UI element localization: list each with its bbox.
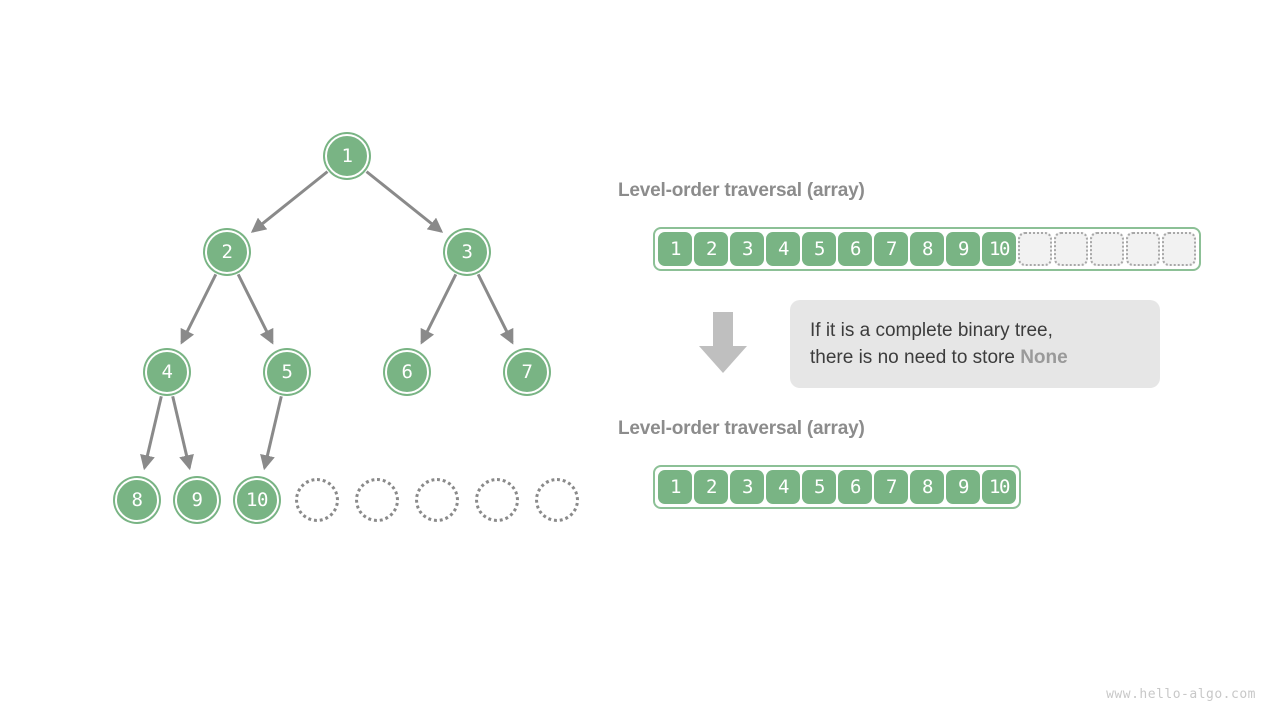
array-cell: 4 bbox=[766, 232, 800, 266]
array-cell: 6 bbox=[838, 470, 872, 504]
array-cell: 5 bbox=[802, 470, 836, 504]
tree-node-3: 3 bbox=[445, 230, 489, 274]
tree-edge-4-8 bbox=[140, 395, 163, 471]
callout-emphasis-none: None bbox=[1020, 347, 1068, 368]
array-cell: 10 bbox=[982, 232, 1016, 266]
array-top-heading: Level-order traversal (array) bbox=[618, 180, 865, 201]
tree-node-label: 9 bbox=[191, 488, 203, 511]
tree-edge-4-9 bbox=[171, 395, 194, 471]
level-order-array-compact: 1 2 3 4 5 6 7 8 9 10 bbox=[653, 465, 1021, 509]
array-cell-value: 5 bbox=[814, 238, 825, 260]
array-cell-value: 7 bbox=[886, 238, 897, 260]
array-cell-empty bbox=[1162, 232, 1196, 266]
array-cell-value: 10 bbox=[989, 476, 1010, 498]
array-cell: 6 bbox=[838, 232, 872, 266]
array-cell-value: 1 bbox=[670, 238, 681, 260]
array-cell-empty bbox=[1054, 232, 1088, 266]
tree-node-label: 2 bbox=[221, 240, 233, 263]
callout-line-2-text: there is no need to store bbox=[810, 347, 1021, 368]
tree-edge-2-5 bbox=[236, 273, 274, 345]
array-cell-value: 6 bbox=[850, 476, 861, 498]
array-cell-empty bbox=[1090, 232, 1124, 266]
callout-line-1: If it is a complete binary tree, bbox=[810, 320, 1053, 341]
down-arrow-icon bbox=[699, 312, 747, 373]
tree-node-label: 4 bbox=[161, 360, 173, 383]
tree-node-10: 10 bbox=[235, 478, 279, 522]
array-cell: 1 bbox=[658, 470, 692, 504]
array-cell: 5 bbox=[802, 232, 836, 266]
array-cell-value: 8 bbox=[922, 238, 933, 260]
tree-node-9: 9 bbox=[175, 478, 219, 522]
tree-node-5: 5 bbox=[265, 350, 309, 394]
array-cell: 1 bbox=[658, 232, 692, 266]
tree-node-7: 7 bbox=[505, 350, 549, 394]
array-cell-value: 2 bbox=[706, 476, 717, 498]
array-cell-value: 5 bbox=[814, 476, 825, 498]
level-order-array-with-none: 1 2 3 4 5 6 7 8 9 10 bbox=[653, 227, 1201, 271]
tree-node-empty-3 bbox=[415, 478, 459, 522]
array-cell: 9 bbox=[946, 470, 980, 504]
array-cell-empty bbox=[1018, 232, 1052, 266]
array-cell: 3 bbox=[730, 470, 764, 504]
tree-node-label: 8 bbox=[131, 488, 143, 511]
tree-node-empty-2 bbox=[355, 478, 399, 522]
array-cell: 2 bbox=[694, 232, 728, 266]
tree-node-4: 4 bbox=[145, 350, 189, 394]
tree-node-empty-5 bbox=[535, 478, 579, 522]
tree-node-label: 5 bbox=[281, 360, 293, 383]
tree-node-label: 1 bbox=[341, 144, 353, 167]
array-cell: 10 bbox=[982, 470, 1016, 504]
array-cell-value: 4 bbox=[778, 476, 789, 498]
array-bottom-heading: Level-order traversal (array) bbox=[618, 418, 865, 439]
callout-line-2: there is no need to store None bbox=[810, 344, 1140, 371]
array-cell: 4 bbox=[766, 470, 800, 504]
watermark: www.hello-algo.com bbox=[1106, 687, 1256, 702]
tree-edge-3-7 bbox=[476, 273, 514, 345]
array-cell: 7 bbox=[874, 470, 908, 504]
tree-node-empty-1 bbox=[295, 478, 339, 522]
tree-node-label: 3 bbox=[461, 240, 473, 263]
array-cell-value: 4 bbox=[778, 238, 789, 260]
array-cell: 8 bbox=[910, 470, 944, 504]
tree-node-8: 8 bbox=[115, 478, 159, 522]
tree-edge-5-10 bbox=[260, 395, 283, 471]
tree-edge-2-4 bbox=[180, 273, 218, 345]
tree-edge-3-6 bbox=[420, 273, 458, 345]
array-cell-value: 9 bbox=[958, 238, 969, 260]
tree-edge-1-3 bbox=[365, 170, 444, 233]
array-cell-value: 10 bbox=[989, 238, 1010, 260]
array-cell-value: 2 bbox=[706, 238, 717, 260]
tree-node-label: 7 bbox=[521, 360, 533, 383]
array-cell: 9 bbox=[946, 232, 980, 266]
tree-node-1: 1 bbox=[325, 134, 369, 178]
callout-box: If it is a complete binary tree, there i… bbox=[790, 300, 1160, 388]
tree-node-empty-4 bbox=[475, 478, 519, 522]
tree-node-2: 2 bbox=[205, 230, 249, 274]
array-cell-value: 3 bbox=[742, 238, 753, 260]
tree-edges bbox=[140, 170, 514, 471]
array-cell-value: 1 bbox=[670, 476, 681, 498]
array-cell-value: 9 bbox=[958, 476, 969, 498]
array-cell: 3 bbox=[730, 232, 764, 266]
tree-node-label: 6 bbox=[401, 360, 413, 383]
array-cell: 7 bbox=[874, 232, 908, 266]
tree-edge-1-2 bbox=[250, 170, 329, 233]
array-cell: 2 bbox=[694, 470, 728, 504]
tree-node-label: 10 bbox=[246, 488, 268, 511]
array-cell: 8 bbox=[910, 232, 944, 266]
array-cell-value: 6 bbox=[850, 238, 861, 260]
array-cell-value: 7 bbox=[886, 476, 897, 498]
tree-node-6: 6 bbox=[385, 350, 429, 394]
array-cell-value: 3 bbox=[742, 476, 753, 498]
array-cell-value: 8 bbox=[922, 476, 933, 498]
array-cell-empty bbox=[1126, 232, 1160, 266]
